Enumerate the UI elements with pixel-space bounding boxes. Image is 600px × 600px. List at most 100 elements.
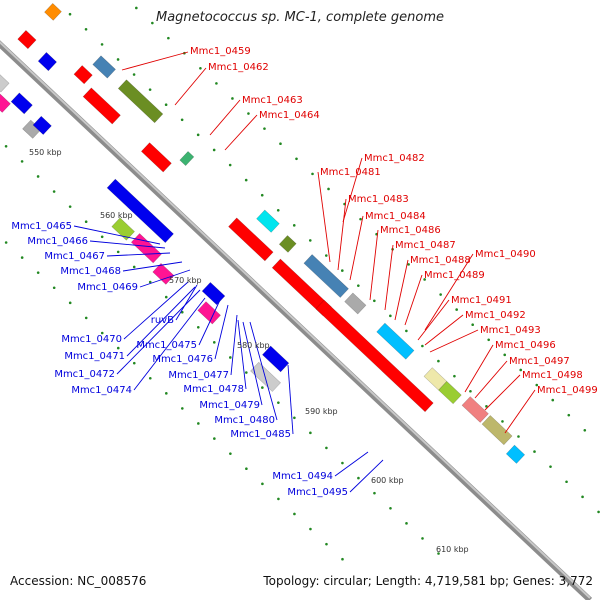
gene-feature[interactable] <box>262 345 290 373</box>
gene-label[interactable]: Mmc1_0476 <box>152 354 213 365</box>
gene-feature[interactable] <box>303 254 349 298</box>
gene-label[interactable]: Mmc1_0488 <box>410 255 471 266</box>
gene-block[interactable] <box>278 235 297 253</box>
gene-feature[interactable] <box>0 93 11 113</box>
gene-label[interactable]: Mmc1_0481 <box>320 167 381 178</box>
gene-block[interactable] <box>10 92 33 115</box>
gene-block[interactable] <box>197 301 221 325</box>
gene-block[interactable] <box>315 299 434 413</box>
gene-label[interactable]: Mmc1_0466 <box>27 236 88 247</box>
gene-feature[interactable] <box>152 262 175 285</box>
gene-feature[interactable] <box>37 52 57 72</box>
gene-label[interactable]: Mmc1_0480 <box>214 415 275 426</box>
gene-feature[interactable] <box>481 415 513 446</box>
gene-label[interactable]: Mmc1_0490 <box>475 249 536 260</box>
gene-label[interactable]: Mmc1_0468 <box>60 266 121 277</box>
gene-block[interactable] <box>152 262 175 285</box>
gene-feature[interactable] <box>17 30 37 50</box>
gene-block[interactable] <box>256 209 280 233</box>
gene-label[interactable]: Mmc1_0478 <box>183 384 244 395</box>
gene-feature[interactable] <box>505 444 526 464</box>
gene-label[interactable]: Mmc1_0498 <box>522 370 583 381</box>
gene-block[interactable] <box>481 415 513 446</box>
gene-block[interactable] <box>111 217 135 241</box>
gene-feature[interactable] <box>106 178 174 244</box>
gene-block[interactable] <box>44 3 62 21</box>
gene-feature[interactable] <box>92 55 116 79</box>
gene-block[interactable] <box>117 79 164 124</box>
gene-feature[interactable] <box>201 281 226 306</box>
gene-label[interactable]: Mmc1_0495 <box>287 487 348 498</box>
gene-block[interactable] <box>179 151 195 167</box>
gene-label[interactable]: Mmc1_0470 <box>61 334 122 345</box>
gene-block[interactable] <box>344 292 367 315</box>
gene-feature[interactable] <box>32 115 52 135</box>
gene-label[interactable]: Mmc1_0482 <box>364 153 425 164</box>
gene-feature[interactable] <box>461 396 489 423</box>
gene-block[interactable] <box>130 233 162 264</box>
gene-block[interactable] <box>376 322 415 360</box>
gene-feature[interactable] <box>376 322 415 360</box>
gene-feature[interactable] <box>344 292 367 315</box>
gene-feature[interactable] <box>438 381 462 405</box>
gene-label[interactable]: Mmc1_0471 <box>64 351 125 362</box>
gene-label[interactable]: Mmc1_0464 <box>259 110 320 121</box>
gene-block[interactable] <box>92 55 116 79</box>
gene-feature[interactable] <box>179 151 195 167</box>
gene-block[interactable] <box>505 444 526 464</box>
gene-label[interactable]: Mmc1_0483 <box>348 194 409 205</box>
gene-label[interactable]: Mmc1_0472 <box>54 369 115 380</box>
gene-feature[interactable] <box>278 235 297 253</box>
gene-label[interactable]: Mmc1_0497 <box>509 356 570 367</box>
gene-block[interactable] <box>32 115 52 135</box>
gene-label[interactable]: Mmc1_0485 <box>230 429 291 440</box>
gene-feature[interactable] <box>44 3 62 21</box>
gene-block[interactable] <box>17 30 37 50</box>
gene-block[interactable] <box>303 254 349 298</box>
gene-label[interactable]: Mmc1_0463 <box>242 95 303 106</box>
gene-label[interactable]: Mmc1_0486 <box>380 225 441 236</box>
gene-block[interactable] <box>438 381 462 405</box>
gene-block[interactable] <box>262 345 290 373</box>
gene-label[interactable]: Mmc1_0459 <box>190 46 251 57</box>
gene-label[interactable]: Mmc1_0484 <box>365 211 426 222</box>
gene-label[interactable]: Mmc1_0487 <box>395 240 456 251</box>
gene-block[interactable] <box>461 396 489 423</box>
gene-block[interactable] <box>37 52 57 72</box>
gene-feature[interactable] <box>0 73 10 93</box>
gene-label[interactable]: Mmc1_0493 <box>480 325 541 336</box>
gene-block[interactable] <box>140 142 172 173</box>
gene-feature[interactable] <box>82 87 121 125</box>
gene-feature[interactable] <box>117 79 164 124</box>
gene-label[interactable]: Mmc1_0467 <box>44 251 105 262</box>
gene-feature[interactable] <box>256 209 280 233</box>
gene-feature[interactable] <box>197 301 221 325</box>
gene-label[interactable]: Mmc1_0489 <box>424 270 485 281</box>
gene-label[interactable]: Mmc1_0469 <box>77 282 138 293</box>
gene-feature[interactable] <box>73 65 93 85</box>
gene-feature[interactable] <box>140 142 172 173</box>
gene-block[interactable] <box>82 87 121 125</box>
gene-label[interactable]: Mmc1_0491 <box>451 295 512 306</box>
gene-label[interactable]: Mmc1_0492 <box>465 310 526 321</box>
gene-label[interactable]: Mmc1_0499 <box>537 385 598 396</box>
gene-block[interactable] <box>0 93 11 113</box>
gene-label[interactable]: Mmc1_0465 <box>11 221 72 232</box>
gene-label[interactable]: Mmc1_0496 <box>495 340 556 351</box>
gene-label[interactable]: Mmc1_0494 <box>272 471 333 482</box>
gene-features[interactable] <box>0 3 526 464</box>
gene-feature[interactable] <box>315 299 434 413</box>
gene-feature[interactable] <box>111 217 135 241</box>
gene-feature[interactable] <box>10 92 33 115</box>
gene-label[interactable]: Mmc1_0462 <box>208 62 269 73</box>
gene-label[interactable]: Mmc1_0477 <box>168 370 229 381</box>
gene-block[interactable] <box>73 65 93 85</box>
gene-block[interactable] <box>0 73 10 93</box>
gene-block[interactable] <box>228 217 274 262</box>
gene-label[interactable]: ruvB <box>151 315 174 326</box>
gene-label[interactable]: Mmc1_0475 <box>136 340 197 351</box>
gene-label[interactable]: Mmc1_0474 <box>71 385 132 396</box>
gene-block[interactable] <box>106 178 174 244</box>
gene-label[interactable]: Mmc1_0479 <box>199 400 260 411</box>
